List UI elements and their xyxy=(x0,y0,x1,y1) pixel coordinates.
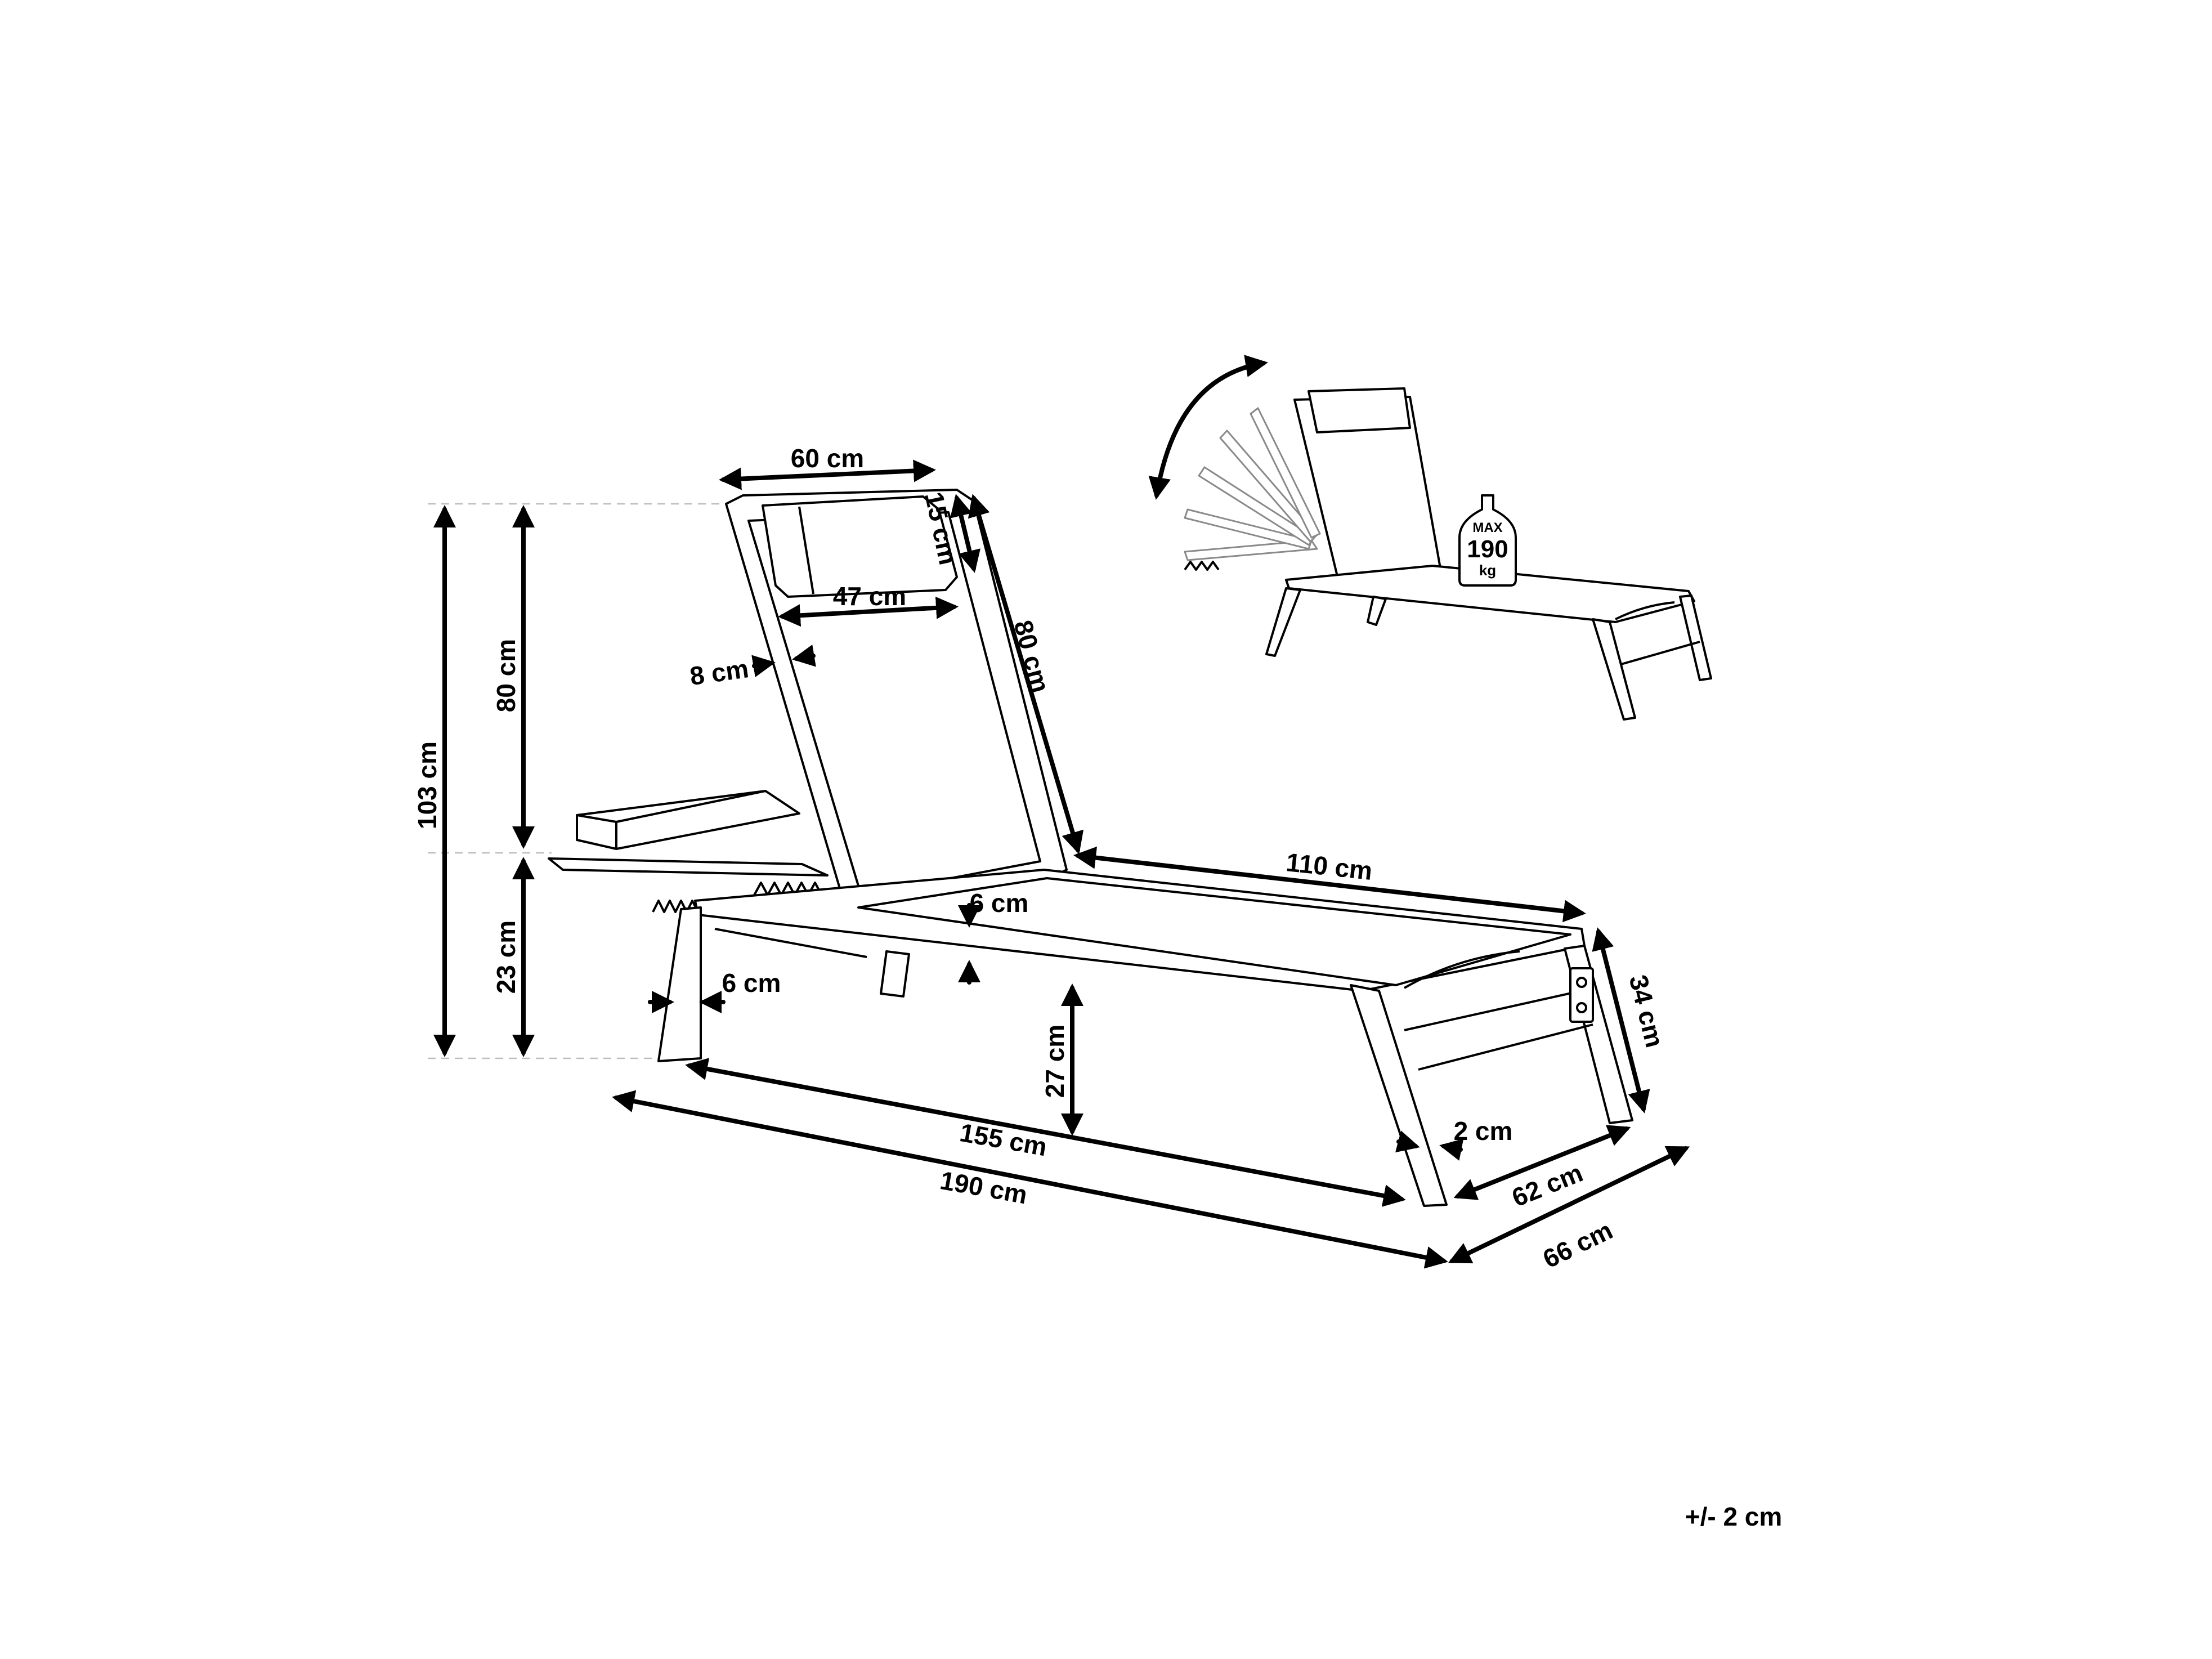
recline-position-5 xyxy=(1250,407,1321,539)
footrest-board xyxy=(548,857,829,877)
wheel-bolt-top xyxy=(1576,977,1587,988)
recline-illustration: MAX 190 kg xyxy=(1148,355,1712,721)
dim-line-leg-thickness-a xyxy=(1395,1130,1420,1153)
headrest-pillow-fold xyxy=(798,506,814,594)
label-top-width: 60 cm xyxy=(791,444,864,473)
label-rear-height: 34 cm xyxy=(1624,972,1670,1050)
recline-position-3 xyxy=(1198,466,1315,546)
dimension-lines xyxy=(433,459,1690,1269)
seat-sling-curve xyxy=(1403,950,1520,989)
dim-line-frame-width-a xyxy=(751,655,776,677)
label-seat-height: 23 cm xyxy=(491,920,521,994)
recline-leg-rear-right xyxy=(1679,594,1712,681)
label-overall-height: 103 cm xyxy=(413,741,442,829)
headrest-pillow xyxy=(762,495,958,598)
label-backrest-height: 80 cm xyxy=(491,639,521,712)
weight-value: 190 xyxy=(1467,535,1508,563)
dim-line-top-width xyxy=(719,459,936,490)
recline-crossbar xyxy=(1184,561,1700,665)
recline-leg-front xyxy=(1265,587,1301,657)
label-pillow-width: 47 cm xyxy=(833,582,906,611)
dim-line-frame-width-b xyxy=(792,645,816,667)
recline-sling-curve xyxy=(1615,601,1675,620)
wheel-bracket xyxy=(1569,967,1594,1023)
recline-position-2 xyxy=(1184,508,1313,550)
dim-line-pillow-width xyxy=(778,596,959,627)
dim-line-backrest-length xyxy=(968,494,1084,855)
weight-unit: kg xyxy=(1479,562,1496,579)
rear-crossbar xyxy=(1404,990,1593,1071)
label-leg-width: 6 cm xyxy=(722,968,781,998)
recline-rotation-arrow xyxy=(1148,355,1268,500)
weight-max-label: MAX xyxy=(1472,520,1502,535)
recline-pillow xyxy=(1308,387,1411,433)
recline-position-1 xyxy=(1184,539,1318,561)
dim-line-leg-thickness-b xyxy=(1439,1138,1464,1161)
front-leg-left xyxy=(657,906,702,1062)
tolerance-note: +/- 2 cm xyxy=(1685,1502,1783,1531)
footrest-cushion xyxy=(576,790,800,850)
recline-position-4 xyxy=(1219,430,1318,543)
label-overall-width: 66 cm xyxy=(1538,1215,1617,1274)
dim-line-seat-length xyxy=(1073,846,1586,923)
wheel-bolt-bottom xyxy=(1576,1002,1587,1013)
weight-bottle-icon xyxy=(1458,494,1517,587)
front-leg-right-back xyxy=(880,950,910,998)
dim-line-overall-width xyxy=(1448,1146,1690,1264)
dim-line-overall-length xyxy=(612,1090,1448,1269)
recline-leg-mid xyxy=(1367,596,1387,626)
rear-leg-left xyxy=(1350,984,1448,1207)
footrest-cushion-side xyxy=(576,790,766,849)
recline-leg-rear-left xyxy=(1592,618,1636,721)
label-leg-thickness: 2 cm xyxy=(1454,1116,1513,1146)
label-frame-width: 8 cm xyxy=(688,654,750,691)
label-seat-frame: 6 cm xyxy=(970,888,1029,918)
label-leg-height: 27 cm xyxy=(1040,1025,1069,1098)
dim-line-rear-height xyxy=(1592,927,1650,1114)
front-crossbar xyxy=(714,928,867,958)
seat-panel xyxy=(857,877,1571,986)
